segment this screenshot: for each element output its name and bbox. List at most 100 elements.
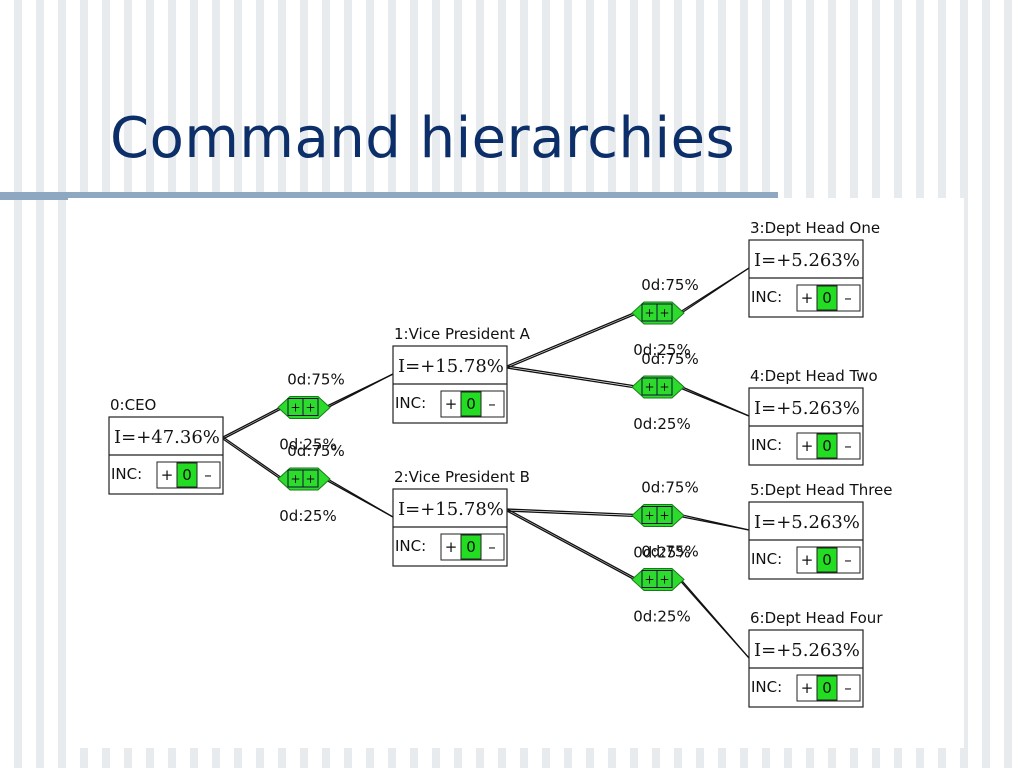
edge-top-label: 0d:75% (641, 276, 698, 294)
gate-dh3[interactable]: ++ (631, 504, 685, 527)
increment-button[interactable]: + (801, 437, 814, 455)
plus-symbol[interactable]: + (161, 466, 174, 484)
link-line (222, 438, 394, 518)
gate-symbol: + (305, 401, 315, 415)
counter-value: 0 (822, 551, 832, 569)
decrement-button[interactable]: – (488, 538, 496, 556)
node-label: 1:Vice President A (394, 325, 531, 343)
influence-value: I=+47.36% (114, 427, 220, 448)
edge-top-label: 0d:75% (287, 371, 344, 389)
diagram-panel: 0d:75%0d:25%0d:75%0d:25%0d:75%0d:25%0d:7… (68, 198, 964, 748)
increment-button[interactable]: + (801, 289, 814, 307)
gate-symbol: + (659, 380, 669, 394)
counter-value: 0 (822, 437, 832, 455)
gate-cell[interactable] (656, 506, 673, 524)
minus-symbol[interactable]: – (844, 679, 852, 697)
influence-value: I=+15.78% (398, 356, 504, 377)
inc-label: INC: (751, 436, 782, 454)
edge-top-label: 0d:75% (287, 442, 344, 460)
inc-counter: +0– (440, 390, 505, 418)
gate-vpa[interactable]: ++ (277, 396, 331, 419)
gate-dh1[interactable]: ++ (631, 301, 685, 325)
link-line (222, 373, 394, 440)
edge-vpb-dh4: 0d:75%0d:25% (506, 508, 750, 659)
decrement-button[interactable]: – (844, 289, 852, 307)
gate-shape[interactable] (631, 504, 685, 527)
minus-symbol[interactable]: – (844, 551, 852, 569)
minus-symbol[interactable]: – (488, 538, 496, 556)
edge-vpa-dh1: 0d:75%0d:25% (506, 267, 750, 369)
inc-counter: +0– (796, 674, 861, 702)
edge-top-label: 0d:75% (641, 350, 698, 368)
title-rule (0, 192, 778, 200)
edge-top-label: 0d:75% (641, 479, 698, 497)
minus-symbol[interactable]: – (204, 466, 212, 484)
edge-vpb-dh3: 0d:75%0d:25% (506, 479, 750, 562)
node-vpa[interactable]: 1:Vice President A I=+15.78% INC: +0– (392, 325, 531, 424)
link-line (506, 508, 750, 659)
node-label: 0:CEO (110, 396, 156, 414)
gate-shape[interactable] (631, 375, 685, 399)
increment-button[interactable]: + (445, 538, 458, 556)
gate-cell[interactable] (302, 469, 319, 488)
node-label: 3:Dept Head One (750, 219, 880, 237)
gate-symbol: + (644, 306, 654, 320)
increment-button[interactable]: + (801, 679, 814, 697)
gate-vpb[interactable]: ++ (277, 467, 331, 491)
counter-value: 0 (822, 679, 832, 697)
counter-value-box (460, 391, 482, 417)
minus-symbol[interactable]: – (844, 437, 852, 455)
gate-shape[interactable] (631, 568, 685, 591)
edge-ceo-vpb: 0d:75%0d:25% (222, 436, 394, 525)
minus-symbol[interactable]: – (844, 289, 852, 307)
gate-cell[interactable] (656, 377, 673, 396)
inc-label: INC: (751, 288, 782, 306)
node-label: 2:Vice President B (394, 468, 530, 486)
increment-button[interactable]: + (801, 551, 814, 569)
counter-value-box (816, 285, 838, 311)
edge-bottom-label: 0d:25% (633, 415, 690, 433)
gate-symbol: + (290, 401, 300, 415)
link-line (506, 510, 750, 531)
plus-symbol[interactable]: + (801, 679, 814, 697)
gate-symbol: + (305, 472, 315, 486)
gate-cell[interactable] (302, 398, 319, 416)
decrement-button[interactable]: – (844, 551, 852, 569)
plus-symbol[interactable]: + (801, 437, 814, 455)
decrement-button[interactable]: – (844, 679, 852, 697)
increment-button[interactable]: + (161, 466, 174, 484)
gate-shape[interactable] (277, 396, 331, 419)
gate-shape[interactable] (631, 301, 685, 325)
decrement-button[interactable]: – (204, 466, 212, 484)
influence-value: I=+15.78% (398, 499, 504, 520)
gate-symbol: + (659, 573, 669, 587)
counter-value-box (816, 675, 838, 701)
links-layer: 0d:75%0d:25%0d:75%0d:25%0d:75%0d:25%0d:7… (222, 267, 750, 659)
plus-symbol[interactable]: + (445, 395, 458, 413)
counter-value-box (816, 433, 838, 459)
counter-value: 0 (466, 395, 476, 413)
gate-dh4[interactable]: ++ (631, 568, 685, 591)
inc-label: INC: (395, 394, 426, 412)
plus-symbol[interactable]: + (801, 551, 814, 569)
decrement-button[interactable]: – (844, 437, 852, 455)
inc-counter: +0– (156, 461, 221, 489)
increment-button[interactable]: + (445, 395, 458, 413)
decrement-button[interactable]: – (488, 395, 496, 413)
gate-shape[interactable] (277, 467, 331, 491)
inc-counter: +0– (796, 284, 861, 312)
plus-symbol[interactable]: + (801, 289, 814, 307)
gate-cell[interactable] (656, 570, 673, 588)
inc-label: INC: (751, 678, 782, 696)
minus-symbol[interactable]: – (488, 395, 496, 413)
counter-value: 0 (466, 538, 476, 556)
plus-symbol[interactable]: + (445, 538, 458, 556)
node-vpb[interactable]: 2:Vice President BI=+15.78%INC:+0– (392, 468, 530, 567)
gate-dh2[interactable]: ++ (631, 375, 685, 399)
gate-cell[interactable] (656, 303, 673, 322)
